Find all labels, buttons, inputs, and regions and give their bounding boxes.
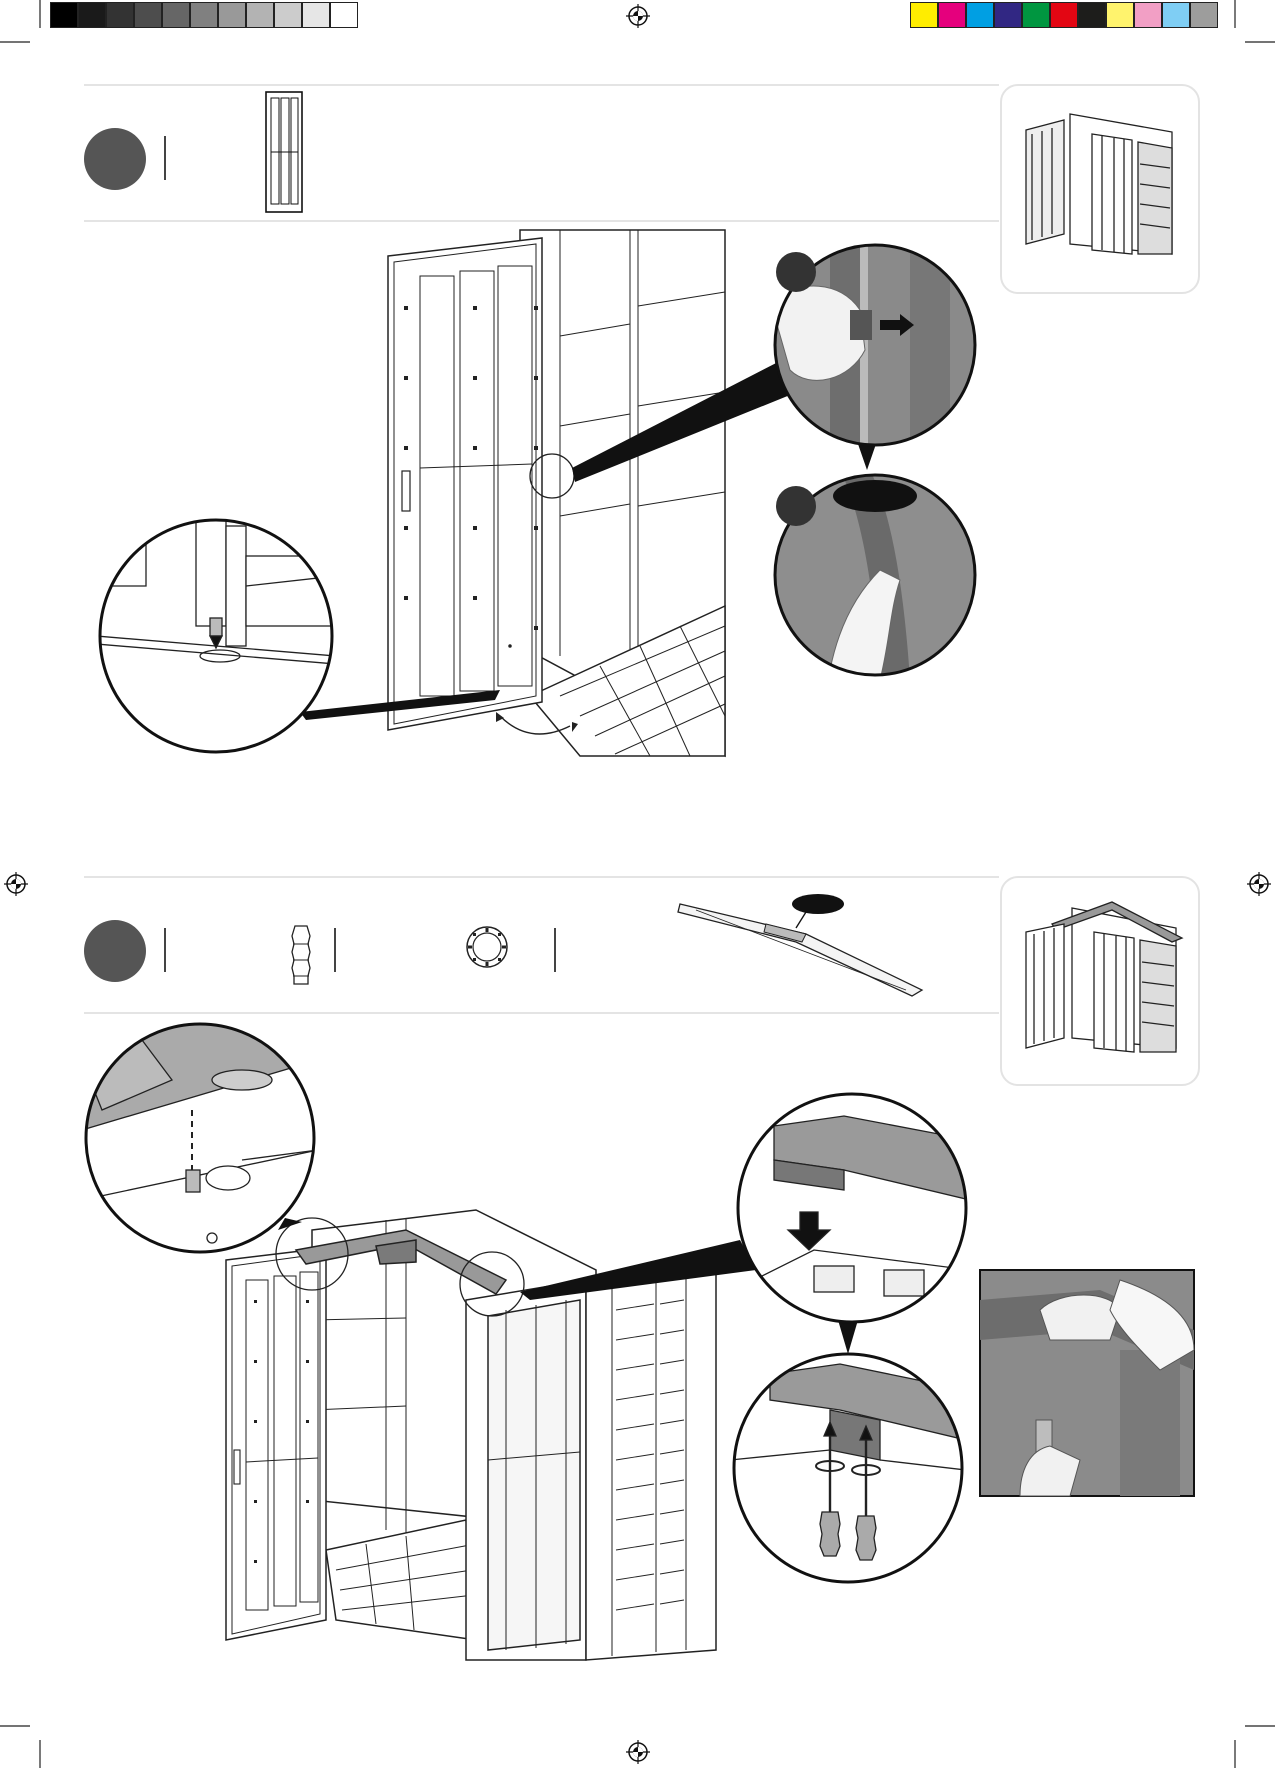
plug-insert-detail-magnifier bbox=[730, 1350, 966, 1586]
beam-corner-detail-magnifier bbox=[734, 1090, 970, 1326]
plug-insert-photo bbox=[980, 1270, 1194, 1496]
beam-pin-detail-magnifier bbox=[82, 1020, 318, 1256]
